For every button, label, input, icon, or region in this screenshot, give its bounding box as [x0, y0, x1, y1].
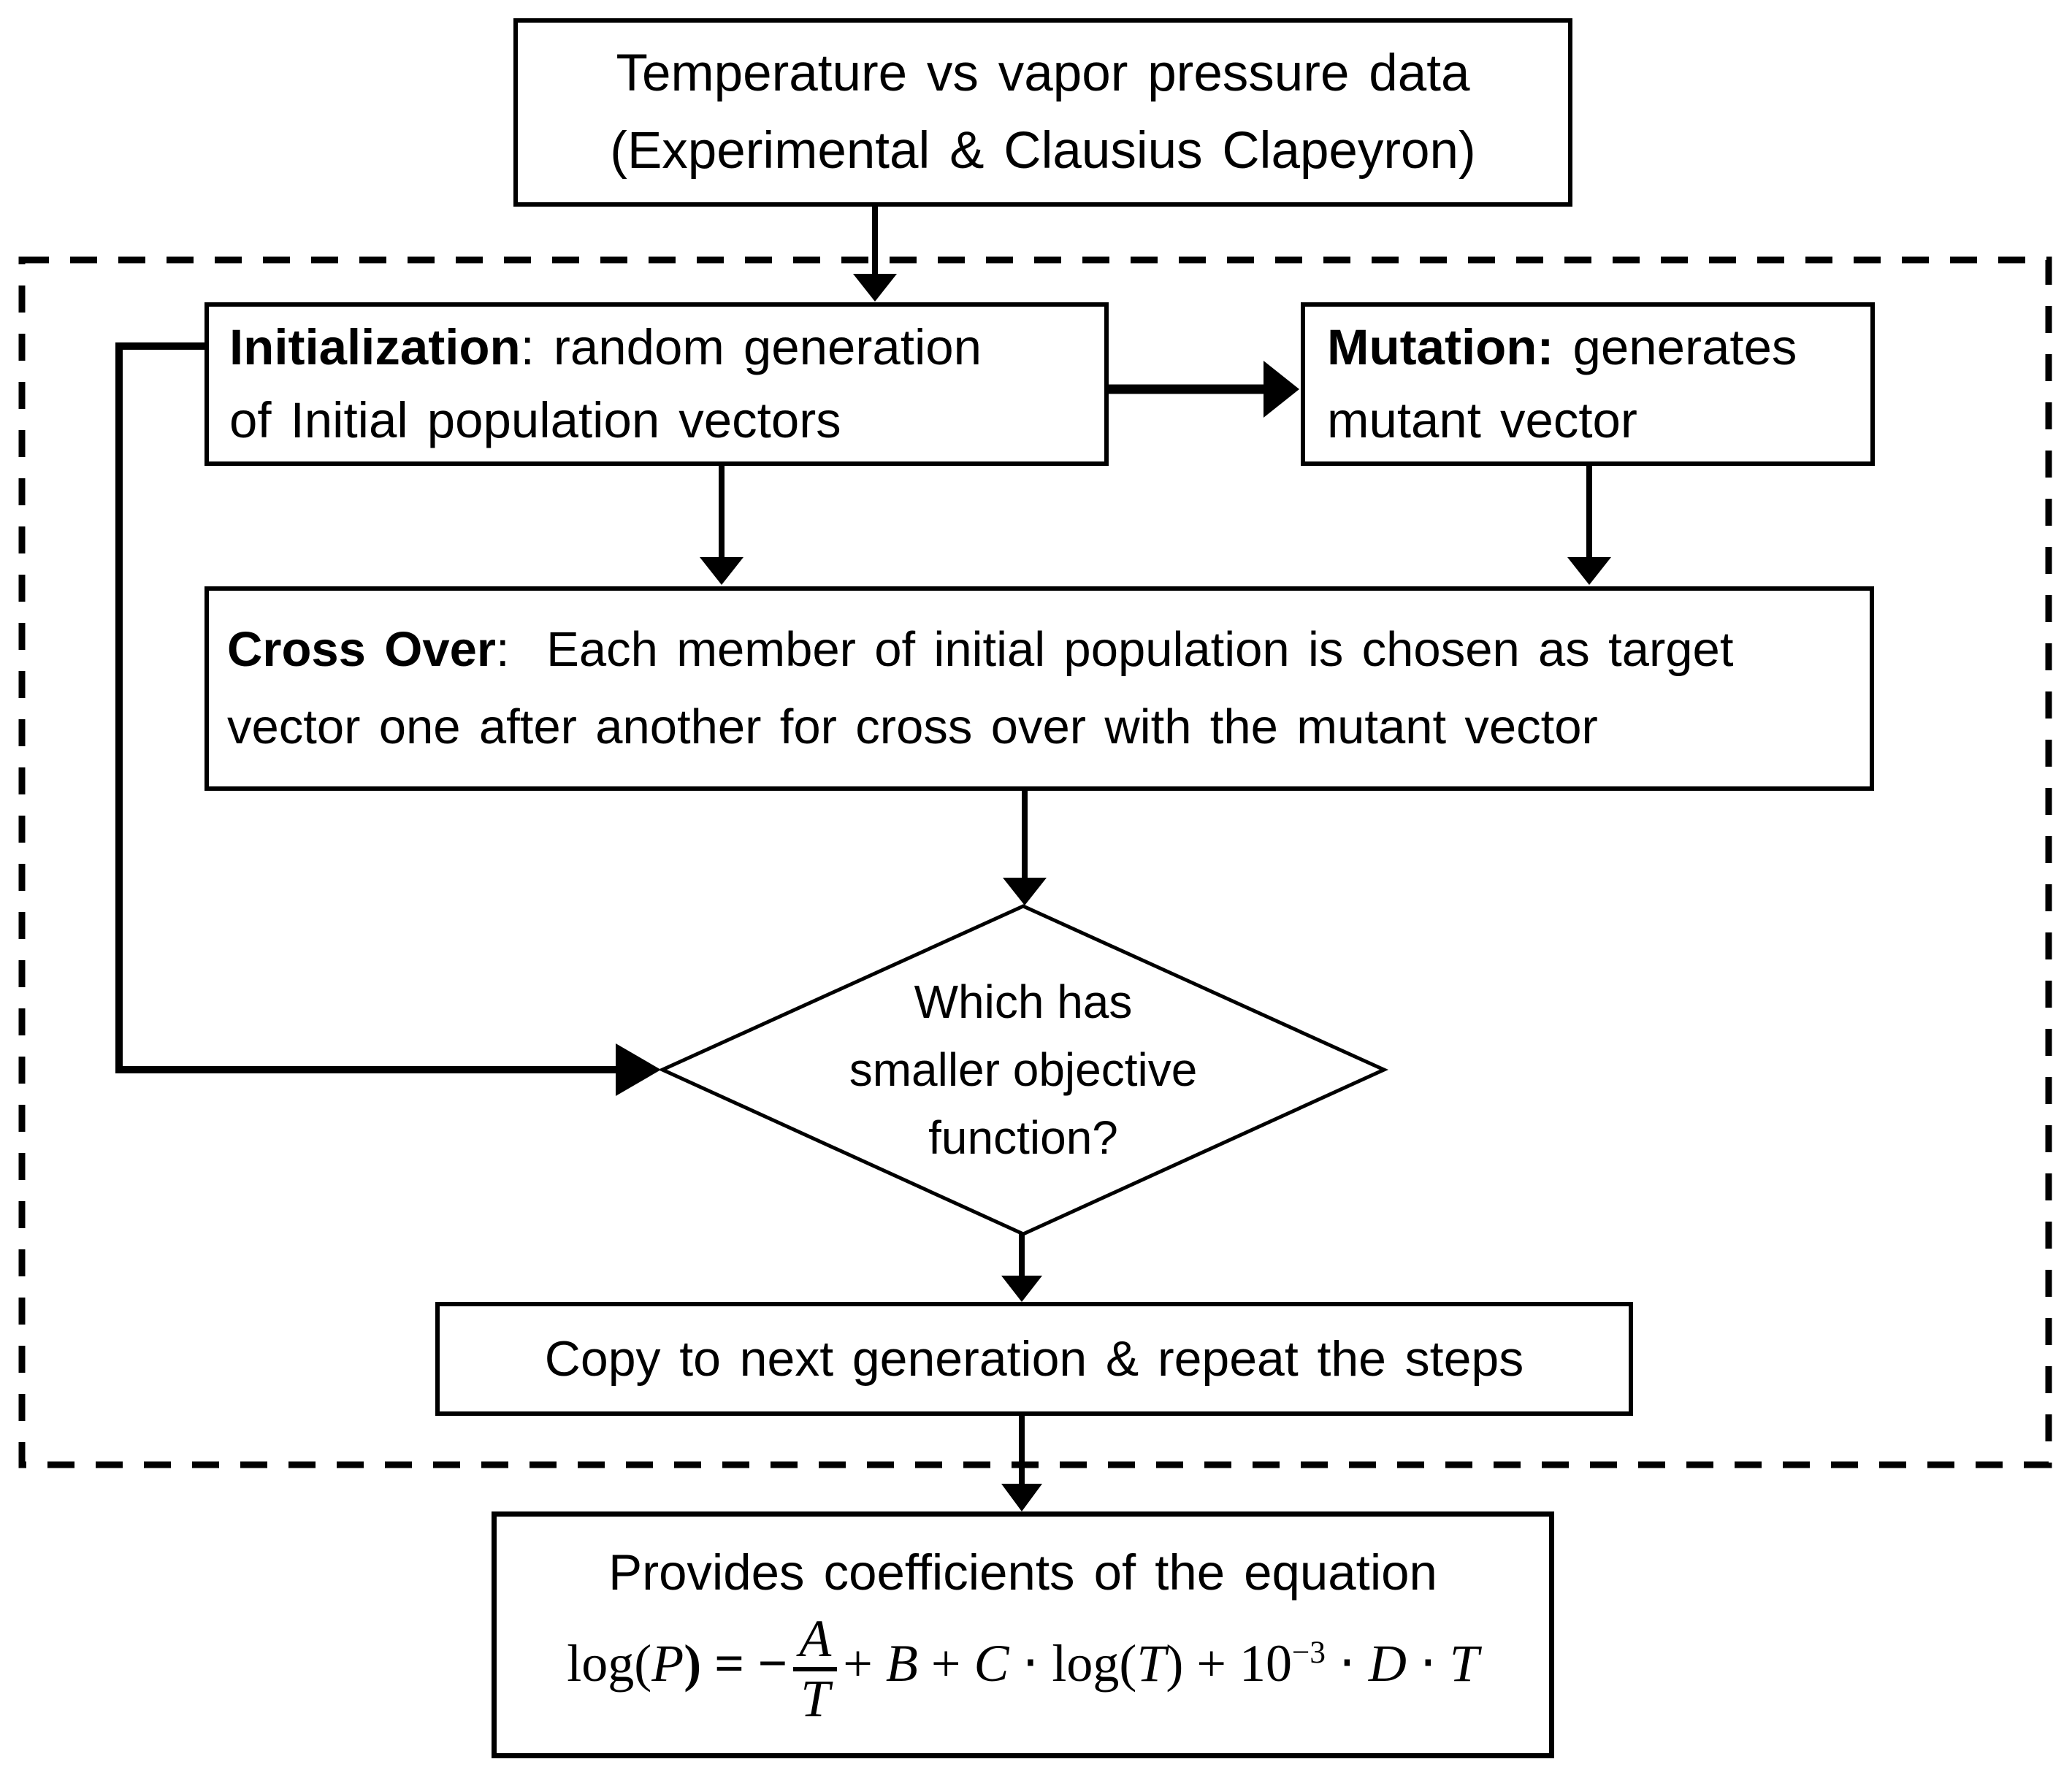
eq-var-D: D	[1368, 1634, 1407, 1693]
node-crossover: Cross Over: Each member of initial popul…	[204, 586, 1874, 791]
eq-dot3: ⋅	[1406, 1634, 1450, 1693]
eq-var-T1: T	[1136, 1634, 1166, 1693]
eq-frac-denominator: T	[793, 1666, 838, 1727]
eq-var-P: P	[651, 1634, 684, 1693]
node-copy-label: Copy to next generation & repeat the ste…	[544, 1331, 1524, 1387]
eq-var-B: B	[885, 1634, 918, 1693]
arrowhead-into-result	[1001, 1484, 1042, 1511]
eq-var-C: C	[974, 1634, 1009, 1693]
decision-line1: Which has	[914, 975, 1133, 1028]
decision-diamond-shape	[657, 904, 1389, 1236]
arrowhead-into-decision-top	[1003, 878, 1047, 905]
node-crossover-line2: vector one after another for cross over …	[227, 700, 1598, 754]
eq-log2: log(	[1052, 1634, 1137, 1693]
eq-dot1: ⋅	[1009, 1634, 1052, 1693]
mutation-keyword: Mutation:	[1327, 319, 1554, 375]
node-input-data: Temperature vs vapor pressure data (Expe…	[513, 18, 1572, 207]
mutation-rest: generates	[1553, 319, 1797, 375]
node-initialization-line2: of Initial population vectors	[229, 392, 841, 448]
arrowhead-into-decision-left	[616, 1043, 661, 1096]
dashed-loop-container	[18, 256, 2052, 1468]
arrowhead-into-initialization	[853, 274, 897, 302]
crossover-rest: : Each member of initial population is c…	[495, 622, 1734, 677]
eq-exponent: −3	[1291, 1636, 1326, 1671]
eq-log1: log(	[567, 1634, 652, 1693]
node-input-data-line1: Temperature vs vapor pressure data	[616, 45, 1470, 102]
node-crossover-line1: Cross Over: Each member of initial popul…	[227, 611, 1870, 689]
node-initialization-line1: Initialization: random generation	[229, 311, 1104, 384]
eq-frac-numerator: A	[799, 1609, 832, 1668]
arrowhead-into-copy	[1001, 1276, 1042, 1302]
decision-line2: smaller objective	[849, 1043, 1198, 1096]
initialization-keyword: Initialization	[229, 319, 521, 375]
node-mutation-line1: Mutation: generates	[1327, 311, 1870, 384]
decision-line3: function?	[928, 1111, 1118, 1164]
node-mutation-line2: mutant vector	[1327, 392, 1637, 448]
node-copy-next-generation: Copy to next generation & repeat the ste…	[435, 1302, 1633, 1416]
crossover-keyword: Cross Over	[227, 622, 496, 677]
node-result: Provides coefficients of the equation lo…	[492, 1511, 1554, 1758]
node-mutation: Mutation: generates mutant vector	[1301, 302, 1875, 466]
result-title: Provides coefficients of the equation	[608, 1544, 1437, 1601]
edge-initialization-to-decision	[115, 342, 617, 1073]
eq-plus1: +	[843, 1634, 886, 1693]
eq-dot2: ⋅	[1325, 1634, 1369, 1693]
initialization-rest: : random generation	[520, 319, 982, 375]
eq-equals: ) =	[684, 1634, 758, 1693]
node-initialization: Initialization: random generation of Ini…	[204, 302, 1109, 466]
arrowhead-into-mutation	[1264, 361, 1299, 418]
eq-close2: ) + 10	[1166, 1634, 1292, 1693]
node-input-data-line2: (Experimental & Clausius Clapeyron)	[610, 122, 1476, 180]
eq-plus2: +	[917, 1634, 974, 1693]
node-decision-label: Which has smaller objective function?	[746, 949, 1301, 1190]
arrowhead-into-crossover-left	[700, 557, 743, 585]
eq-var-T2: T	[1449, 1634, 1479, 1693]
arrowhead-into-crossover-right	[1567, 557, 1611, 585]
eq-minus: −	[757, 1634, 788, 1693]
